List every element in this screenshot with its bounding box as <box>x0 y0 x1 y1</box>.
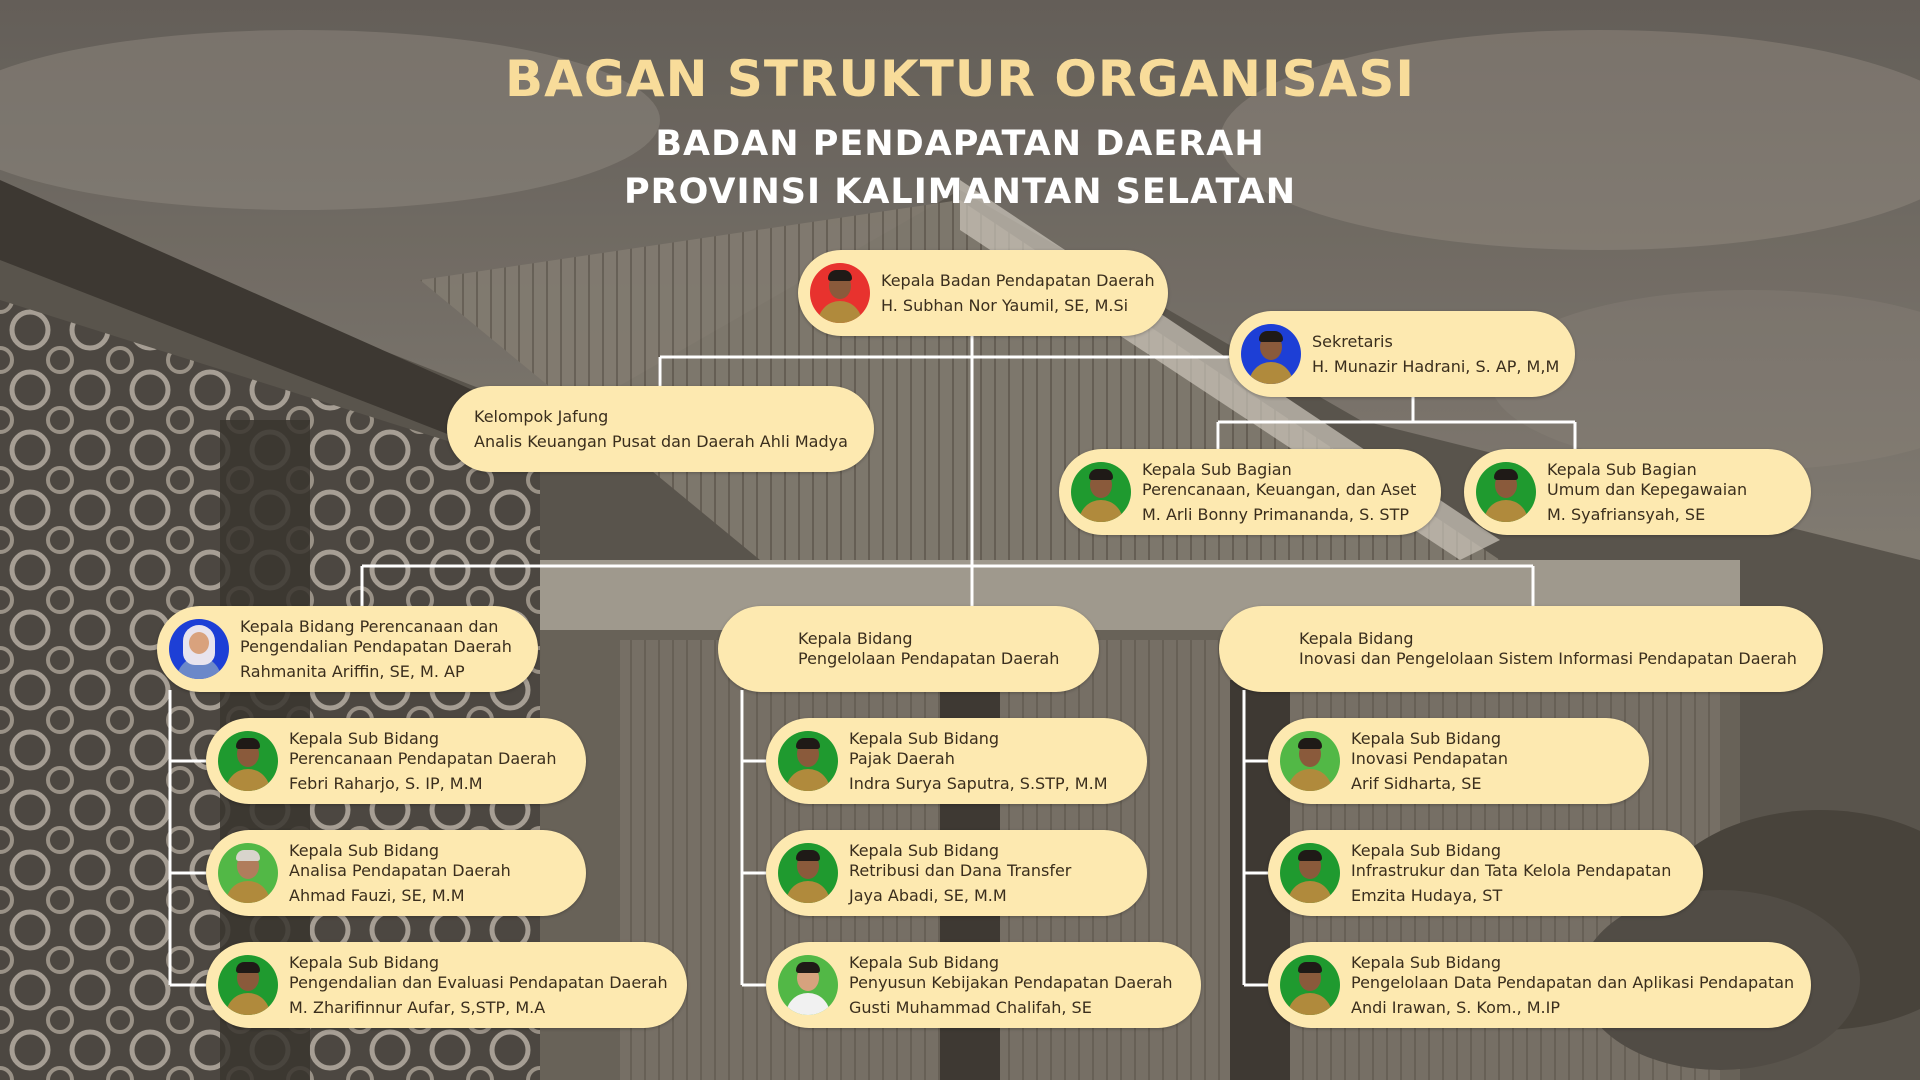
node-unit: Umum dan Kepegawaian <box>1547 479 1748 499</box>
node-person-name: M. Syafriansyah, SE <box>1547 504 1706 524</box>
node-bidang-inovasi[interactable]: Kepala Bidang Inovasi dan Pengelolaan Si… <box>1219 606 1823 692</box>
node-title: Kepala Badan Pendapatan Daerah <box>881 270 1155 290</box>
node-title: Kelompok Jafung <box>474 406 609 426</box>
node-unit: Pengelolaan Pendapatan Daerah <box>798 649 1060 668</box>
node-subbid-infrastruktur[interactable]: Kepala Sub Bidang Infrastrukur dan Tata … <box>1268 830 1703 916</box>
node-unit: Inovasi dan Pengelolaan Sistem Informasi… <box>1299 649 1797 668</box>
node-subbid-perencanaan-pendapatan[interactable]: Kepala Sub Bidang Perencanaan Pendapatan… <box>206 718 586 804</box>
node-person-name: Andi Irawan, S. Kom., M.IP <box>1351 997 1560 1017</box>
node-unit: Perencanaan Pendapatan Daerah <box>289 748 557 768</box>
node-title: Kepala Bidang <box>798 629 913 648</box>
node-person-name: Ahmad Fauzi, SE, M.M <box>289 885 465 905</box>
node-bidang-perencanaan[interactable]: Kepala Bidang Perencanaan dan Pengendali… <box>157 606 538 692</box>
node-title: Kepala Sub Bidang <box>1351 728 1502 748</box>
node-unit: Retribusi dan Dana Transfer <box>849 860 1072 880</box>
node-title: Kepala Sub Bidang <box>289 728 440 748</box>
photo-avatar-lightgreen <box>218 843 278 903</box>
photo-avatar-green <box>1476 462 1536 522</box>
node-unit: Analisa Pendapatan Daerah <box>289 860 511 880</box>
node-person-name: H. Subhan Nor Yaumil, SE, M.Si <box>881 295 1129 315</box>
photo-avatar-green <box>778 843 838 903</box>
node-subbid-retribusi[interactable]: Kepala Sub Bidang Retribusi dan Dana Tra… <box>766 830 1147 916</box>
page-title: BAGAN STRUKTUR ORGANISASI <box>505 50 1415 108</box>
node-subbag-perencanaan[interactable]: Kepala Sub Bagian Perencanaan, Keuangan,… <box>1059 449 1441 535</box>
node-title: Kepala Sub Bidang <box>289 952 440 972</box>
node-person-name: M. Zharifinnur Aufar, S,STP, M.A <box>289 997 546 1017</box>
node-title: Kepala Sub Bagian <box>1142 459 1292 479</box>
node-subbid-inovasi-pendapatan[interactable]: Kepala Sub Bidang Inovasi Pendapatan Ari… <box>1268 718 1649 804</box>
page-subtitle-line-2: PROVINSI KALIMANTAN SELATAN <box>623 172 1297 212</box>
node-title: Kepala Sub Bidang <box>1351 952 1502 972</box>
node-description: Analis Keuangan Pusat dan Daerah Ahli Ma… <box>474 431 848 451</box>
node-bidang-pengelolaan[interactable]: Kepala Bidang Pengelolaan Pendapatan Dae… <box>718 606 1099 692</box>
node-unit: Pengendalian dan Evaluasi Pendapatan Dae… <box>289 972 668 992</box>
photo-avatar-lightgreen <box>1280 731 1340 791</box>
node-title: Kepala Sub Bidang <box>289 840 440 860</box>
photo-avatar-red <box>810 263 870 323</box>
node-title: Kepala Sub Bidang <box>849 728 1000 748</box>
photo-avatar-green <box>218 955 278 1015</box>
node-subbid-penyusun-kebijakan[interactable]: Kepala Sub Bidang Penyusun Kebijakan Pen… <box>766 942 1201 1028</box>
node-person-name: Emzita Hudaya, ST <box>1351 885 1503 905</box>
node-sekretaris[interactable]: Sekretaris H. Munazir Hadrani, S. AP, M,… <box>1229 311 1575 397</box>
node-unit: Infrastrukur dan Tata Kelola Pendapatan <box>1351 860 1672 880</box>
node-kelompok-jafung[interactable]: Kelompok Jafung Analis Keuangan Pusat da… <box>447 386 874 472</box>
node-person-name: H. Munazir Hadrani, S. AP, M,M <box>1312 356 1560 376</box>
node-person-name: Jaya Abadi, SE, M.M <box>849 885 1007 905</box>
photo-avatar-lightgreen <box>778 955 838 1015</box>
node-unit: Pengendalian Pendapatan Daerah <box>240 636 512 656</box>
node-person-name: M. Arli Bonny Primananda, S. STP <box>1142 504 1409 524</box>
node-subbid-pengelolaan-data[interactable]: Kepala Sub Bidang Pengelolaan Data Penda… <box>1268 942 1811 1028</box>
node-title: Sekretaris <box>1312 331 1393 351</box>
node-kepala-badan[interactable]: Kepala Badan Pendapatan Daerah H. Subhan… <box>798 250 1168 336</box>
node-title: Kepala Bidang <box>1299 629 1414 648</box>
node-unit: Inovasi Pendapatan <box>1351 748 1508 768</box>
node-person-name: Gusti Muhammad Chalifah, SE <box>849 997 1092 1017</box>
photo-avatar-green <box>778 731 838 791</box>
photo-avatar-green <box>218 731 278 791</box>
node-unit: Perencanaan, Keuangan, dan Aset <box>1142 479 1417 499</box>
photo-avatar-blue <box>169 619 229 679</box>
node-person-name: Arif Sidharta, SE <box>1351 773 1482 793</box>
node-unit: Pengelolaan Data Pendapatan dan Aplikasi… <box>1351 972 1795 992</box>
node-subbid-pajak-daerah[interactable]: Kepala Sub Bidang Pajak Daerah Indra Sur… <box>766 718 1147 804</box>
node-unit: Penyusun Kebijakan Pendapatan Daerah <box>849 972 1173 992</box>
photo-avatar-green <box>1280 955 1340 1015</box>
node-title: Kepala Sub Bidang <box>849 952 1000 972</box>
node-unit: Pajak Daerah <box>849 748 955 768</box>
photo-avatar-blue <box>1241 324 1301 384</box>
node-title: Kepala Sub Bagian <box>1547 459 1697 479</box>
node-title: Kepala Bidang Perencanaan dan <box>240 616 499 636</box>
page-subtitle-line-1: BADAN PENDAPATAN DAERAH <box>655 124 1265 164</box>
node-person-name: Febri Raharjo, S. IP, M.M <box>289 773 483 793</box>
node-subbid-analisa-pendapatan[interactable]: Kepala Sub Bidang Analisa Pendapatan Dae… <box>206 830 586 916</box>
node-person-name: Rahmanita Ariffin, SE, M. AP <box>240 661 465 681</box>
node-subbid-pengendalian-evaluasi[interactable]: Kepala Sub Bidang Pengendalian dan Evalu… <box>206 942 687 1028</box>
node-person-name: Indra Surya Saputra, S.STP, M.M <box>849 773 1108 793</box>
node-subbag-umum[interactable]: Kepala Sub Bagian Umum dan Kepegawaian M… <box>1464 449 1811 535</box>
node-title: Kepala Sub Bidang <box>849 840 1000 860</box>
photo-avatar-green <box>1071 462 1131 522</box>
node-title: Kepala Sub Bidang <box>1351 840 1502 860</box>
photo-avatar-green <box>1280 843 1340 903</box>
